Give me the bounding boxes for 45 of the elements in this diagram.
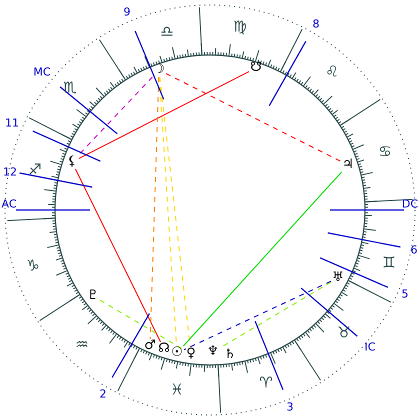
house-label: IC (364, 342, 376, 352)
planet-glyph: ☽ (152, 63, 166, 77)
aspect-line (78, 71, 250, 159)
planet-glyph: ♃ (341, 158, 355, 172)
zodiac-sign-glyph: ♋ (378, 144, 392, 160)
house-label: 11 (5, 118, 19, 128)
zodiac-sign-glyph: ♉ (337, 326, 351, 340)
aspect-line (74, 168, 162, 342)
planet-glyph: ♀ (184, 347, 198, 361)
house-label: 8 (312, 18, 320, 30)
planet-glyph: ☋ (249, 61, 263, 75)
house-label: 9 (124, 6, 130, 18)
planet-glyph: ♄ (223, 348, 237, 362)
aspect-line (78, 76, 153, 156)
house-label: DC (402, 198, 418, 210)
house-label: 3 (286, 402, 294, 412)
zodiac-sign-glyph: ♊ (382, 256, 396, 270)
house-label: MC (33, 66, 51, 78)
zodiac-sign-glyph: ♓ (170, 382, 184, 398)
house-label: 12 (3, 166, 17, 178)
zodiac-sign-glyph: ♍ (233, 20, 247, 34)
zodiac-sign-glyph: ♏ (63, 80, 77, 96)
house-label: 2 (100, 388, 106, 400)
aspect-line (184, 280, 332, 350)
zodiac-sign-glyph: ♒ (75, 338, 89, 352)
zodiac-sign-glyph: ♎ (160, 24, 174, 40)
planet-glyph: ⚸ (65, 155, 79, 169)
planet-glyph: ☉ (170, 346, 184, 360)
zodiac-sign-glyph: ♌ (325, 64, 339, 80)
aspect-line (166, 73, 342, 162)
aspect-line (159, 76, 191, 348)
house-label: 5 (402, 288, 408, 300)
aspect-line (150, 76, 160, 340)
planet-glyph: ☊ (157, 342, 171, 356)
aspect-line (100, 300, 184, 350)
aspect-line (182, 172, 342, 346)
zodiac-sign-glyph: ♐ (28, 162, 42, 178)
planet-glyph: ♅ (331, 271, 345, 285)
zodiac-sign-glyph: ♈ (259, 376, 273, 390)
planet-glyph: ♆ (206, 345, 220, 359)
house-label: AC (2, 198, 16, 210)
house-label: 6 (410, 244, 418, 256)
planet-glyph: ♇ (86, 289, 100, 303)
planet-glyph: ♂ (143, 339, 157, 353)
zodiac-sign-glyph: ♑ (26, 258, 40, 274)
